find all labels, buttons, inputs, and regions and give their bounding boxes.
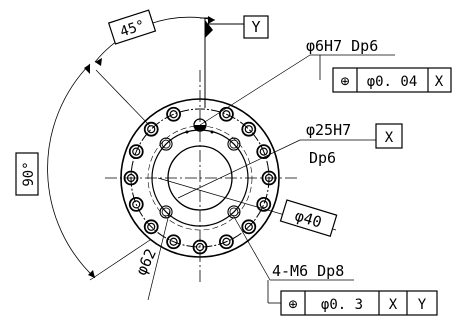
bolt-hole [219, 106, 234, 122]
thread-holes-datum-x: X [389, 297, 398, 313]
position-symbol: ⊕ [340, 72, 349, 90]
bolt-hole [166, 106, 181, 122]
m6-hole [227, 137, 241, 151]
thread-holes-datum-y: Y [418, 297, 427, 313]
bore-25-label: φ25H7 [306, 121, 351, 139]
marker-dot [185, 130, 189, 134]
datum-y-box [243, 15, 269, 39]
bore-25-datum: X [385, 130, 394, 146]
bolt-hole [123, 170, 139, 186]
bolt-hole [241, 121, 257, 137]
angle-90-dimension: 90° [15, 63, 151, 281]
m6-hole [159, 137, 173, 151]
bolt-hole [256, 144, 272, 159]
hole-6-datum: X [435, 74, 444, 90]
bolt-hole [219, 234, 234, 250]
m6-hole [159, 205, 173, 219]
angle-45-label: 45° [118, 17, 147, 40]
bolt-hole [261, 170, 277, 186]
center-lines [105, 70, 300, 285]
bolt-hole [256, 197, 272, 212]
dowel-hole [193, 118, 207, 132]
thread-holes-callout: 4-M6 Dp8 ⊕ φ0. 3 X Y [232, 214, 438, 316]
bore-25-depth: Dp6 [309, 149, 336, 167]
bolt-hole [128, 144, 144, 159]
bore-circle [167, 145, 233, 211]
hole-6-label: φ6H7 Dp6 [306, 37, 378, 55]
bolt-hole [143, 219, 159, 235]
position-symbol: ⊕ [288, 295, 297, 313]
m6-threaded-holes [159, 137, 241, 219]
bolt-hole [166, 234, 181, 250]
m6-hole [227, 205, 241, 219]
bore-25-datum-box [375, 123, 403, 149]
bolt-circle [130, 108, 270, 248]
bolt-hole [128, 197, 144, 212]
datum-y-label: Y [251, 18, 260, 36]
bolt-hole [192, 239, 208, 255]
angle-90-label: 90° [21, 161, 37, 186]
datum-y-flag: Y [200, 15, 269, 108]
marker-dot [210, 130, 214, 134]
hole-6-tolerance: φ0. 04 [367, 74, 418, 90]
dia-62-label: φ62 [132, 246, 160, 278]
bore-25-callout: φ25H7 Dp6 X [177, 121, 403, 199]
hole-6-fcf: ⊕ φ0. 04 X [332, 67, 452, 93]
outer-flange-circle [120, 98, 280, 258]
thread-holes-label: 4-M6 Dp8 [272, 262, 344, 280]
thread-holes-fcf: ⊕ φ0. 3 X Y [280, 290, 438, 316]
bolt-hole [241, 219, 257, 235]
angle-45-dimension: 45° [94, 9, 216, 127]
bolt-hole [143, 121, 159, 137]
outer-bolt-holes [123, 106, 277, 255]
hole-6-callout: φ6H7 Dp6 ⊕ φ0. 04 X [199, 37, 452, 126]
thread-holes-tolerance: φ0. 3 [321, 297, 363, 313]
